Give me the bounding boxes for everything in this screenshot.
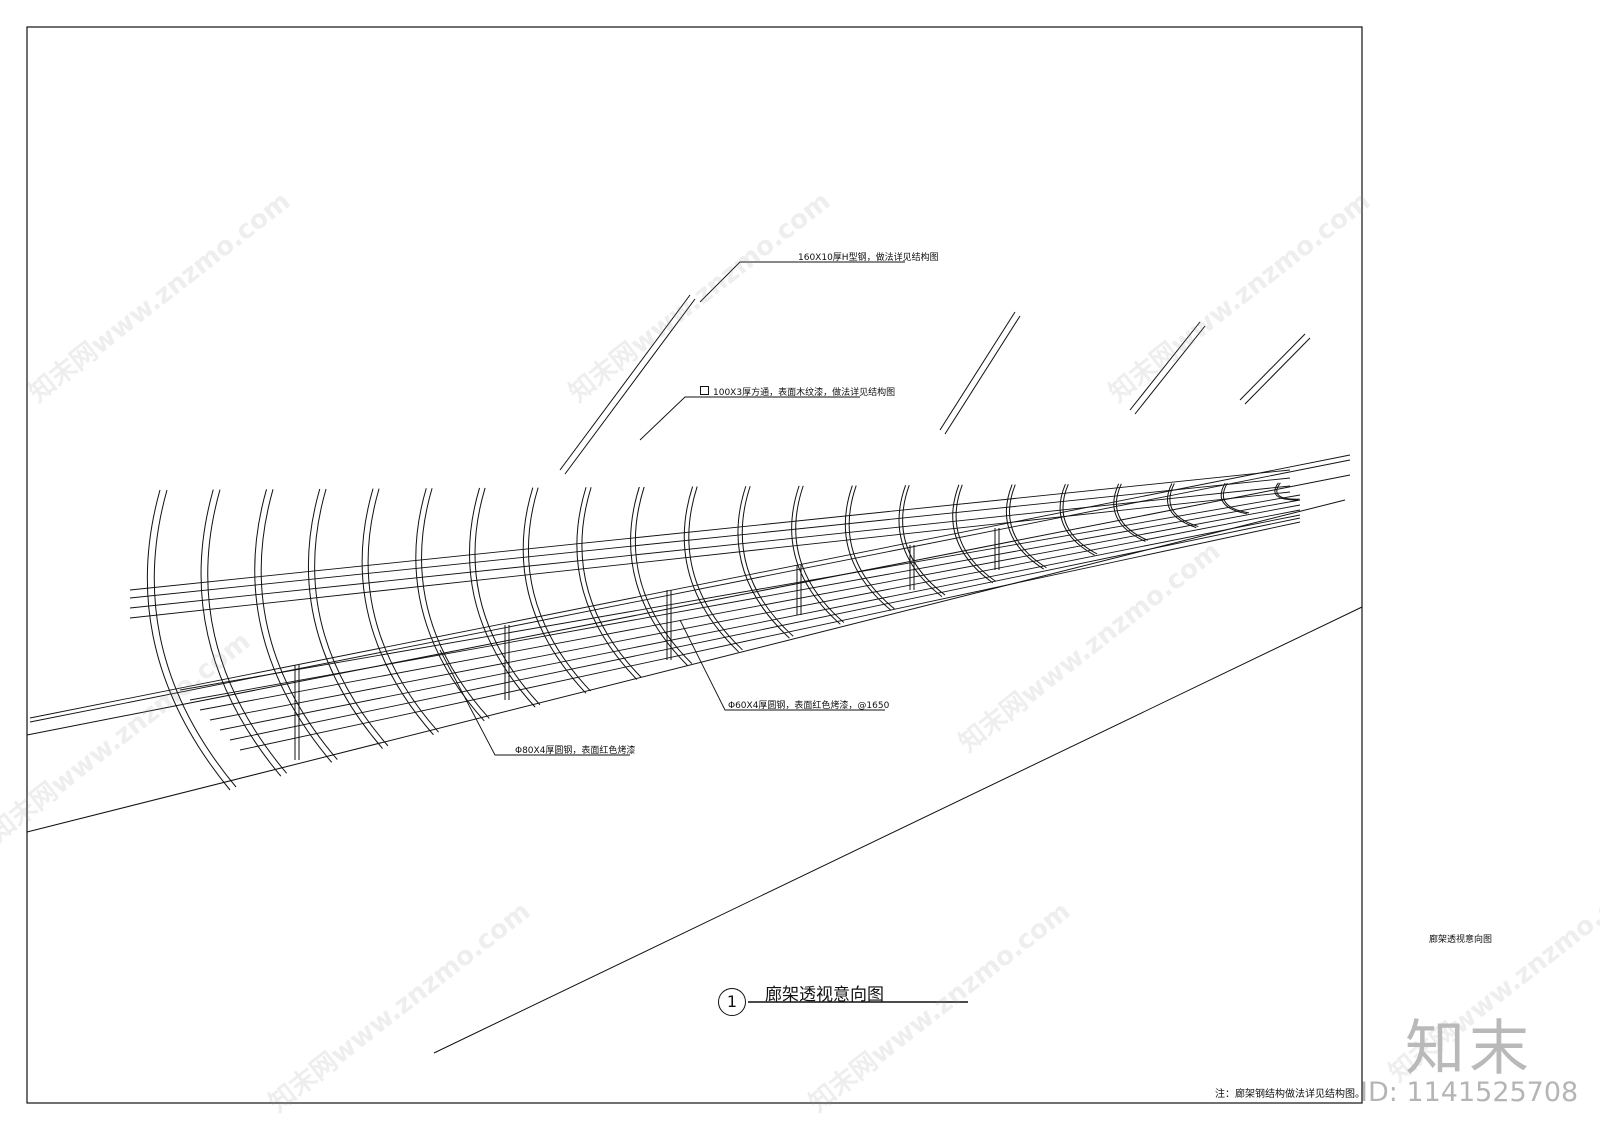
h-steel-cantilever xyxy=(559,294,691,471)
ground-line-upper xyxy=(26,474,1351,736)
curved-rib xyxy=(1167,483,1197,529)
curved-rib xyxy=(898,485,943,598)
curved-rib xyxy=(630,486,689,667)
curved-rib xyxy=(737,486,790,639)
drawing-title: 廊架透视意向图 xyxy=(765,985,884,1005)
leader-h-steel xyxy=(699,261,905,303)
curved-rib xyxy=(1005,484,1044,570)
curved-rib xyxy=(576,487,638,680)
curved-rib-inner xyxy=(848,485,895,610)
curved-rib xyxy=(469,487,536,708)
curved-rib-inner xyxy=(1009,484,1047,569)
longitudinal-rail xyxy=(29,459,1351,723)
curved-rib-inner xyxy=(314,488,389,747)
curved-rib-inner xyxy=(367,488,439,733)
ground-line-far xyxy=(433,606,1363,1054)
leader-square-tube xyxy=(639,396,860,441)
sheet-border xyxy=(26,26,1363,1104)
curved-rib-inner xyxy=(260,489,338,760)
callout-square-tube: 100X3厚方通，表面木纹漆，做法详见结构图 xyxy=(700,385,895,398)
longitudinal-rail xyxy=(129,469,1291,591)
callout-h-steel: 160X10厚H型钢，做法详见结构图 xyxy=(798,253,939,263)
h-steel-cantilever-edge xyxy=(1134,325,1206,415)
curved-rib xyxy=(361,488,434,736)
curved-rib-inner xyxy=(741,486,794,637)
pergola-structure xyxy=(29,294,1351,791)
callout-round-80: Φ80X4厚圆钢，表面红色烤漆 xyxy=(515,746,636,756)
curved-rib-inner xyxy=(1116,483,1148,541)
drawing-note: 注：廊架钢结构做法详见结构图。 xyxy=(1215,1089,1365,1100)
curved-rib xyxy=(254,489,333,763)
h-steel-cantilever-edge xyxy=(1244,337,1311,405)
curved-rib xyxy=(522,487,587,694)
curved-rib-inner xyxy=(474,487,541,706)
curved-rib xyxy=(1113,483,1146,542)
h-steel-cantilever xyxy=(939,311,1016,431)
h-steel-cantilever-edge xyxy=(944,315,1021,435)
curved-rib-inner xyxy=(688,486,743,651)
curved-rib xyxy=(844,485,892,611)
longitudinal-rail xyxy=(29,454,1351,719)
curved-rib-inner xyxy=(902,485,946,596)
square-symbol-icon xyxy=(700,386,709,395)
logo-mark: 知末 xyxy=(1405,1014,1533,1084)
curved-rib-inner xyxy=(634,486,693,664)
longitudinal-rail xyxy=(129,485,1291,609)
longitudinal-rail xyxy=(219,514,1301,731)
curved-rib xyxy=(1059,483,1095,556)
curved-rib-inner xyxy=(528,487,591,692)
longitudinal-rail xyxy=(199,504,1301,711)
curved-rib-inner xyxy=(581,487,642,678)
drawing-number: 1 xyxy=(718,988,746,1016)
curved-rib xyxy=(307,488,383,749)
ground-line-front xyxy=(26,499,1346,833)
longitudinal-rail xyxy=(189,499,1301,701)
curved-rib-inner xyxy=(1222,482,1250,514)
leader-round-60 xyxy=(679,619,885,711)
h-steel-cantilever xyxy=(1239,333,1306,401)
curved-rib xyxy=(1274,482,1299,501)
callout-square-tube-text: 100X3厚方通，表面木纹漆，做法详见结构图 xyxy=(713,388,896,398)
curved-rib xyxy=(1220,482,1248,515)
longitudinal-rail xyxy=(179,494,1301,691)
curved-rib xyxy=(146,489,231,791)
longitudinal-rail xyxy=(209,509,1301,721)
curved-rib-inner xyxy=(1276,482,1300,500)
callout-round-60: Φ60X4厚圆钢，表面红色烤漆，@1650 xyxy=(728,701,890,711)
curved-rib-inner xyxy=(421,488,490,719)
asset-id: ID: 1141525708 xyxy=(1360,1077,1579,1108)
longitudinal-rail xyxy=(129,491,1291,619)
side-title: 廊架透视意向图 xyxy=(1429,935,1493,945)
curved-rib-inner xyxy=(955,484,997,582)
curved-rib-inner xyxy=(1062,483,1098,555)
curved-rib xyxy=(952,484,994,584)
longitudinal-rail xyxy=(239,521,1301,751)
curved-rib xyxy=(683,486,739,653)
longitudinal-rail xyxy=(129,477,1291,599)
curved-rib xyxy=(791,485,841,625)
curved-rib-inner xyxy=(207,489,288,774)
leader-round-80 xyxy=(439,649,630,756)
curved-rib-inner xyxy=(795,485,845,623)
curved-rib xyxy=(415,488,485,722)
curved-rib-inner xyxy=(153,489,237,788)
curved-rib-inner xyxy=(1169,483,1199,528)
h-steel-cantilever-edge xyxy=(564,298,696,475)
h-steel-cantilever xyxy=(1129,321,1201,411)
curved-rib xyxy=(200,489,282,777)
